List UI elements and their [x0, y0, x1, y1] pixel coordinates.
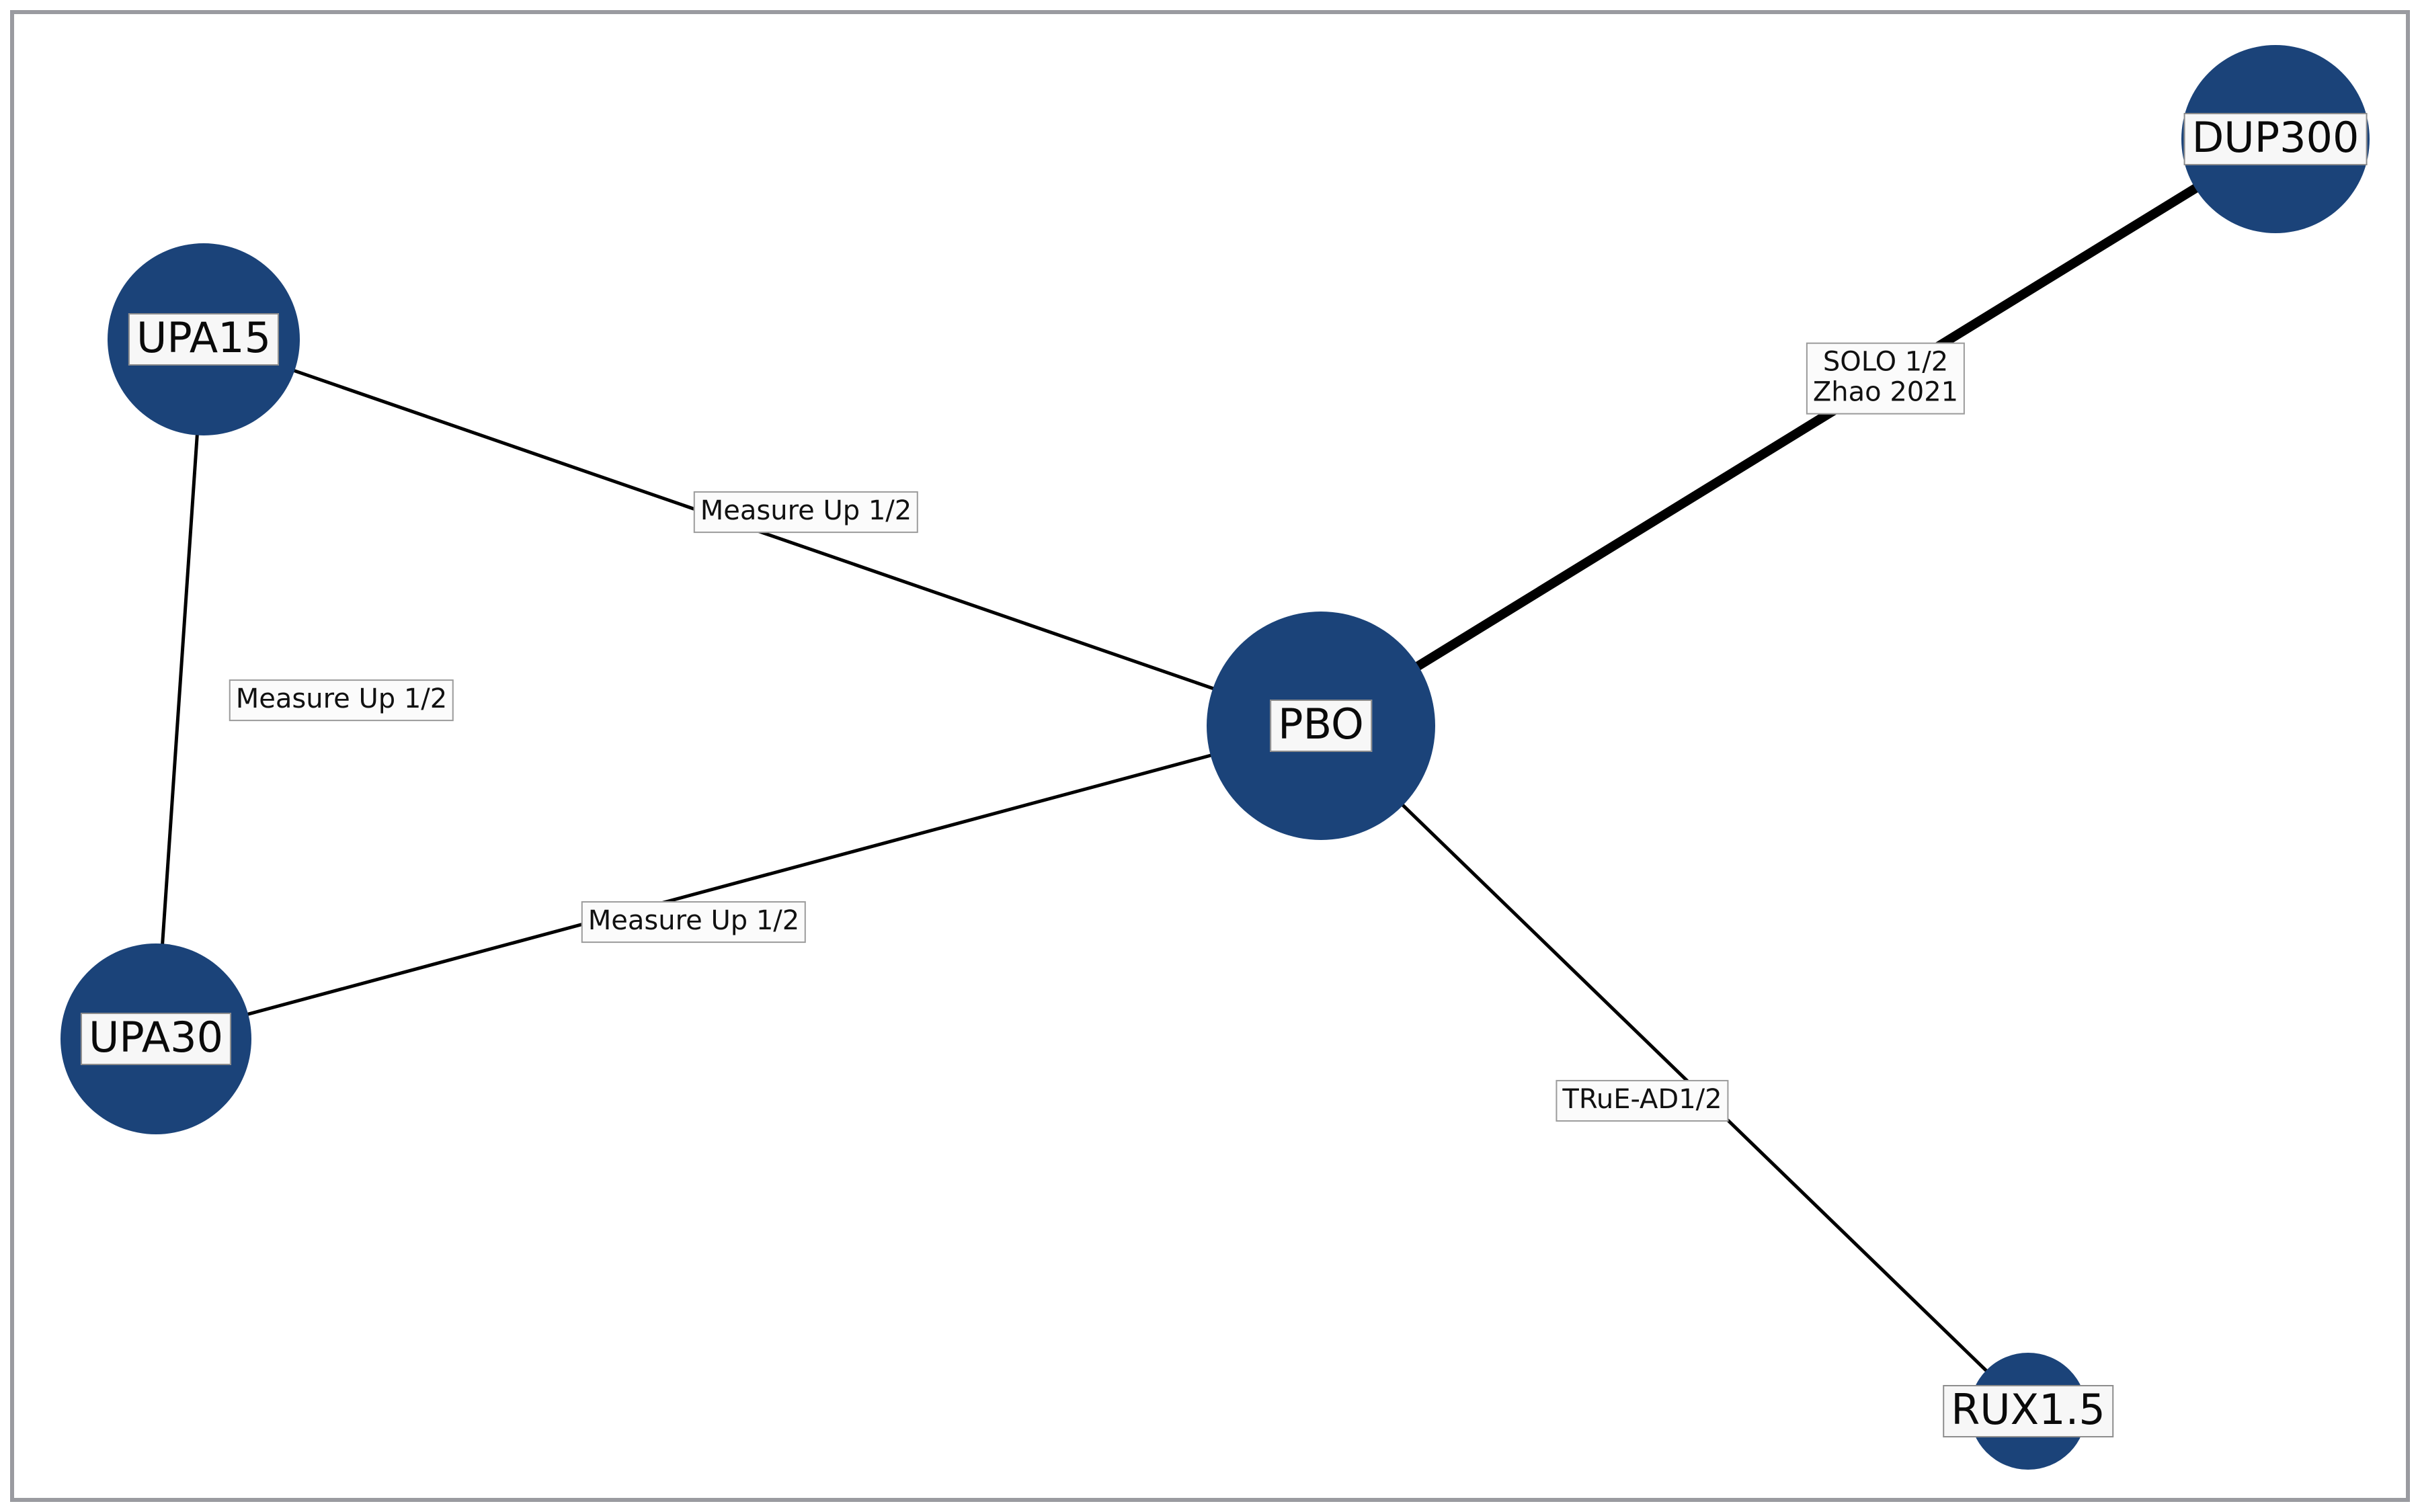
edge-label-line-1: TRuE-AD1/2 — [1562, 1084, 1722, 1116]
node-label-rux1-5: RUX1.5 — [1943, 1385, 2113, 1437]
node-label-pbo: PBO — [1270, 700, 1372, 752]
edge-label-line-1: Measure Up 1/2 — [588, 905, 800, 937]
edge-label-pbo-rux1-5: TRuE-AD1/2 — [1556, 1080, 1729, 1122]
edge-label-upa15-pbo: Measure Up 1/2 — [693, 491, 919, 533]
edge-label-line-2: Zhao 2021 — [1812, 376, 1959, 408]
node-label-dup300: DUP300 — [2183, 113, 2368, 165]
edge-label-line-1: SOLO 1/2 — [1822, 346, 1949, 378]
edge-label-line-1: Measure Up 1/2 — [700, 495, 912, 527]
node-label-upa30: UPA30 — [80, 1013, 232, 1065]
node-label-upa15: UPA15 — [128, 313, 280, 366]
graph-edge — [1413, 183, 2200, 672]
edge-label-upa15-upa30: Measure Up 1/2 — [229, 679, 454, 721]
edge-label-upa30-pbo: Measure Up 1/2 — [581, 901, 807, 943]
graph-edge — [160, 432, 200, 947]
edge-label-line-1: Measure Up 1/2 — [235, 683, 448, 715]
graph-edge — [245, 753, 1214, 1017]
nodes-layer — [61, 45, 2370, 1470]
